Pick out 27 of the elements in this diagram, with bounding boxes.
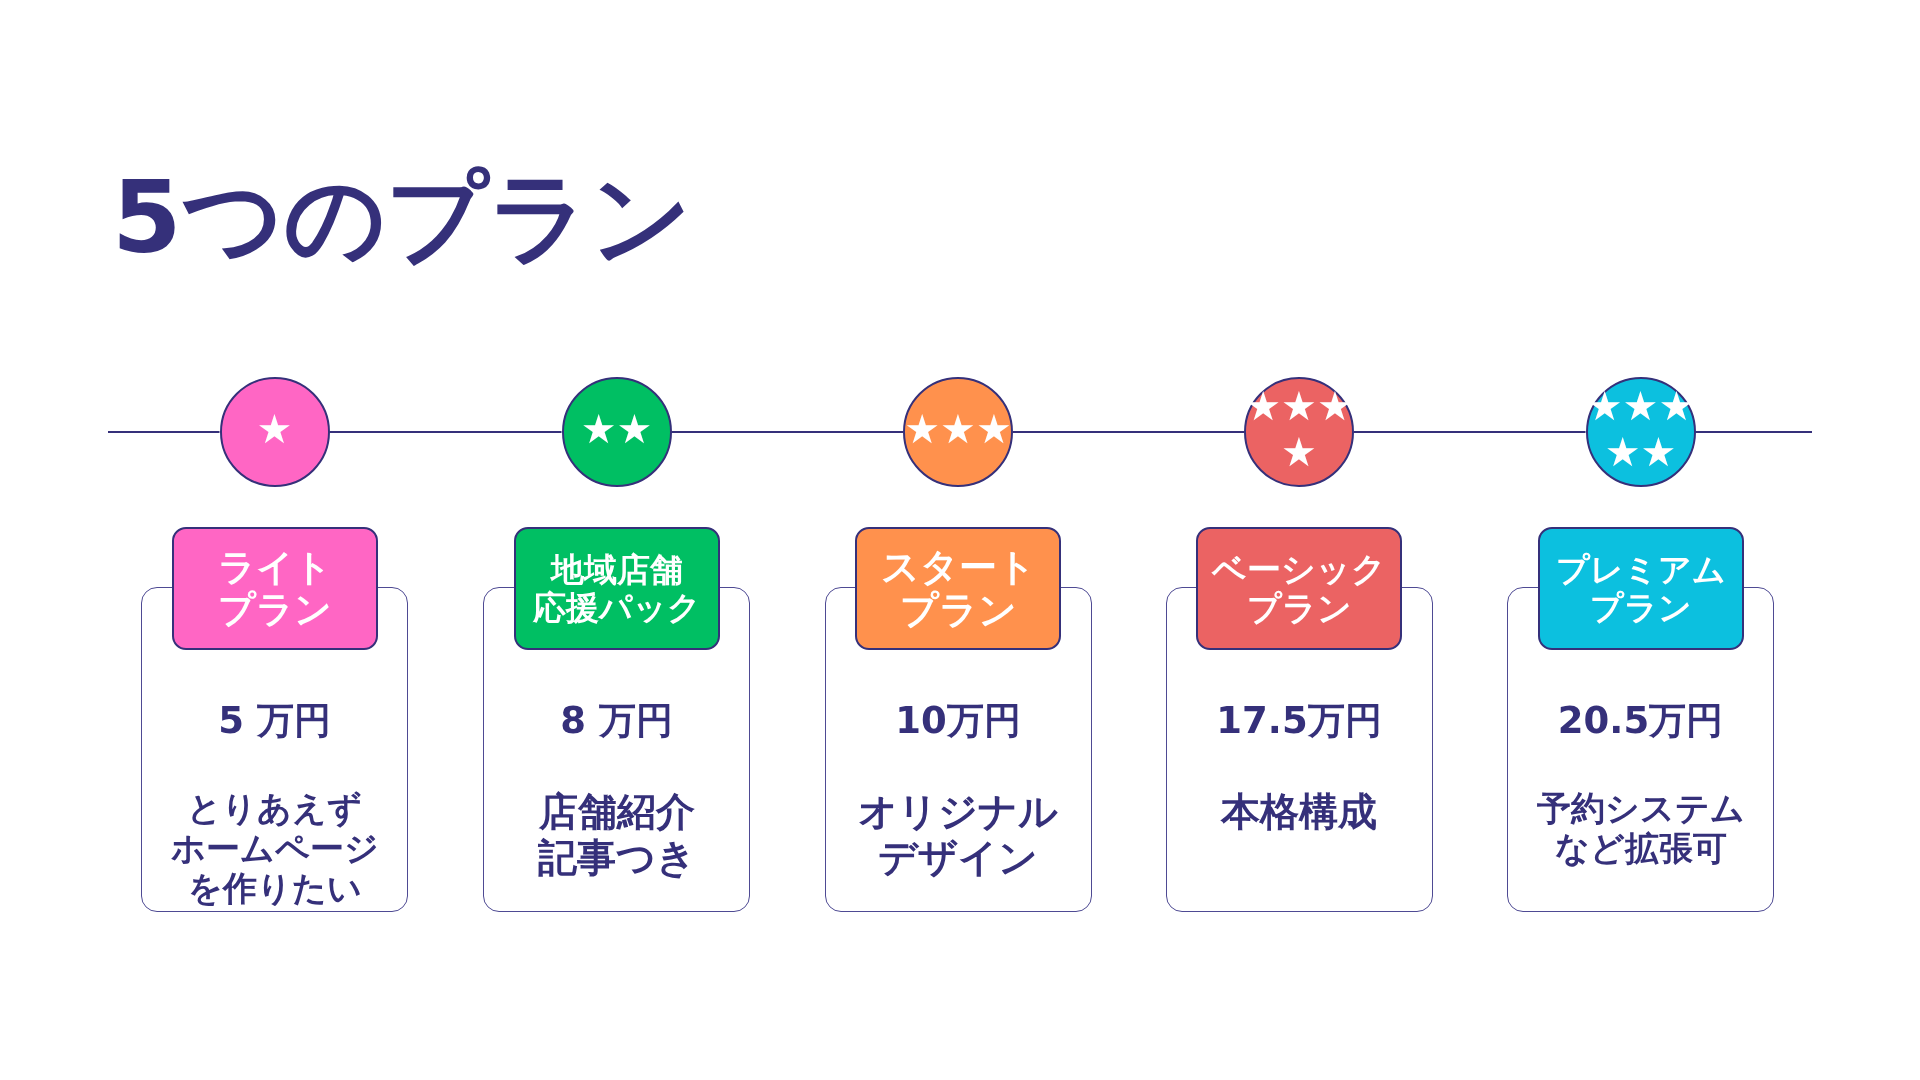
timeline-line <box>107 431 221 433</box>
plan-name-tab: プレミアムプラン <box>1537 527 1744 650</box>
description-text: 予約システムなど拡張可 <box>1535 789 1746 869</box>
description-text: とりあえずホームページを作りたい <box>169 789 380 909</box>
plan-name-tab: 地域店舗応援パック <box>513 527 720 650</box>
plan-name-tab: スタートプラン <box>855 527 1061 650</box>
price-text: 8 万円 <box>559 700 674 743</box>
rating-circle: ★★ <box>561 377 672 487</box>
rating-circle: ★★★ <box>903 377 1013 487</box>
timeline-line <box>1353 431 1587 433</box>
price-text: 17.5万円 <box>1215 700 1383 743</box>
plan-name-tab: ベーシックプラン <box>1196 527 1402 650</box>
description-text: 店舗紹介記事つき <box>536 789 697 881</box>
title: 5つのプラン <box>112 168 692 268</box>
price-text: 10万円 <box>894 700 1022 743</box>
rating-circle: ★ <box>219 377 330 487</box>
rating-circle: ★★★★★ <box>1585 377 1696 487</box>
timeline-line <box>1694 431 1813 433</box>
price-text: 20.5万円 <box>1556 700 1725 743</box>
description-text: 本格構成 <box>1219 789 1378 835</box>
plan-name-tab: ライトプラン <box>171 527 378 650</box>
description-text: オリジナルデザイン <box>857 789 1059 881</box>
timeline-line <box>670 431 904 433</box>
timeline-line <box>328 431 563 433</box>
timeline-line <box>1012 431 1245 433</box>
rating-circle: ★★★★ <box>1244 377 1354 487</box>
price-text: 5 万円 <box>217 700 332 743</box>
